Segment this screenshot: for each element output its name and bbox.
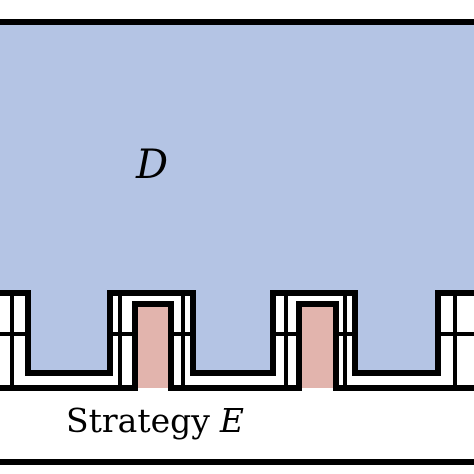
- region-e-label-text: Strategy: [66, 401, 210, 440]
- region-d-label: D: [135, 142, 168, 188]
- region-e-outline: [0, 301, 474, 391]
- region-d-outline: [0, 290, 474, 376]
- region-d: [0, 22, 474, 373]
- region-e-label-var: E: [219, 401, 244, 440]
